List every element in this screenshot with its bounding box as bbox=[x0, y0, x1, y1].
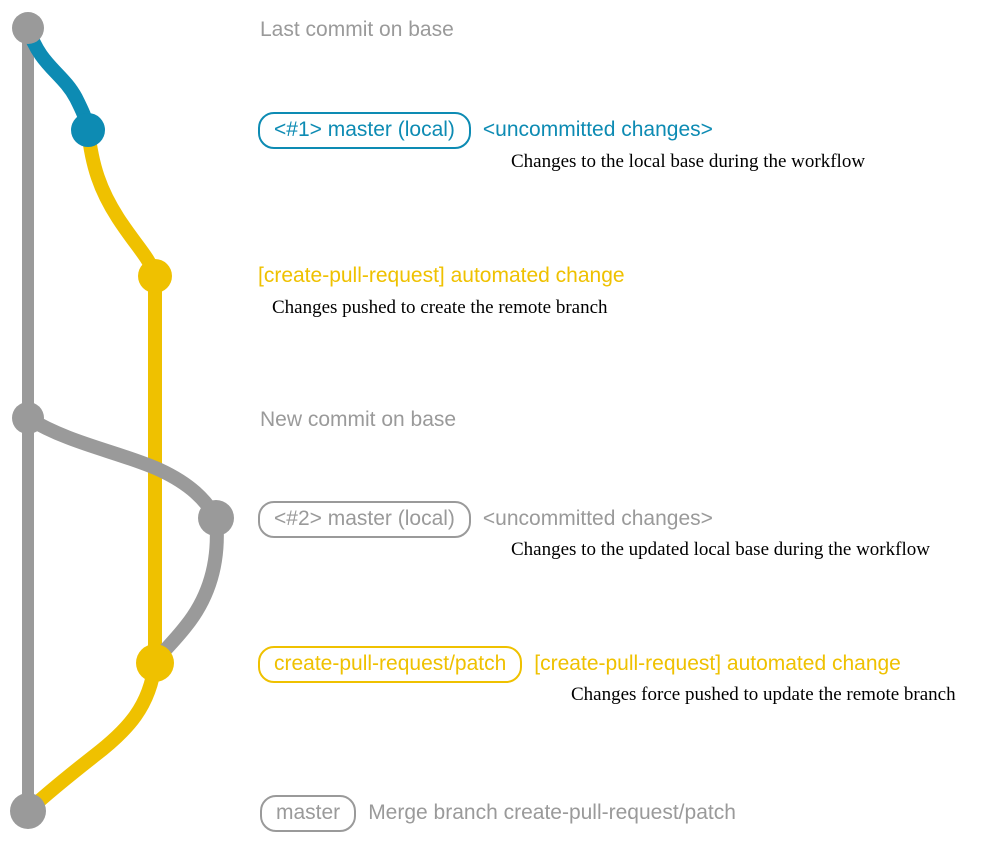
commit-headline-last-commit-on-base: Last commit on base bbox=[260, 18, 454, 41]
commit-headline-automated-change-2: [create-pull-request] automated change bbox=[534, 652, 901, 675]
branch-chip-master-local-1[interactable]: <#1> master (local) bbox=[258, 112, 471, 149]
commit-row-local-2: <#2> master (local) <uncommitted changes… bbox=[258, 501, 713, 538]
commit-caption-local-base-workflow: Changes to the local base during the wor… bbox=[511, 151, 866, 172]
commit-node-base-last[interactable] bbox=[12, 12, 44, 44]
commit-caption-updated-local-base-workflow: Changes to the updated local base during… bbox=[511, 539, 930, 560]
branch-chip-create-pull-request-patch[interactable]: create-pull-request/patch bbox=[258, 646, 523, 683]
commit-headline-merge-branch: Merge branch create-pull-request/patch bbox=[368, 801, 736, 824]
commit-node-patch-1[interactable] bbox=[138, 259, 172, 293]
commit-headline-automated-change-1: [create-pull-request] automated change bbox=[258, 264, 625, 287]
commit-headline-new-commit-on-base: New commit on base bbox=[260, 408, 457, 431]
commit-row-patch: create-pull-request/patch [create-pull-r… bbox=[258, 646, 901, 683]
branch-line-rebase-out bbox=[148, 511, 224, 670]
commit-node-patch-2[interactable] bbox=[136, 644, 174, 682]
commit-caption-pushed-create-remote-branch: Changes pushed to create the remote bran… bbox=[272, 297, 608, 318]
commit-node-merge[interactable] bbox=[10, 793, 46, 829]
branch-line-patch-merge bbox=[21, 656, 162, 818]
branch-chip-master-local-2[interactable]: <#2> master (local) bbox=[258, 501, 471, 538]
branch-line-rebase-in bbox=[21, 411, 223, 525]
commit-row-merge: master Merge branch create-pull-request/… bbox=[260, 795, 736, 832]
commit-headline-uncommitted-changes-2: <uncommitted changes> bbox=[482, 507, 713, 530]
commit-headline-uncommitted-changes-1: <uncommitted changes> bbox=[482, 118, 713, 141]
commit-node-base-new[interactable] bbox=[12, 402, 44, 434]
commit-node-local-2[interactable] bbox=[198, 500, 234, 536]
branch-line-local bbox=[21, 21, 95, 137]
commit-caption-force-pushed-update-remote-branch: Changes force pushed to update the remot… bbox=[571, 684, 956, 705]
branch-line-patch-upper bbox=[81, 123, 162, 283]
branch-chip-master[interactable]: master bbox=[260, 795, 357, 832]
commit-node-local-1[interactable] bbox=[71, 113, 105, 147]
commit-row-local-1: <#1> master (local) <uncommitted changes… bbox=[258, 112, 713, 149]
